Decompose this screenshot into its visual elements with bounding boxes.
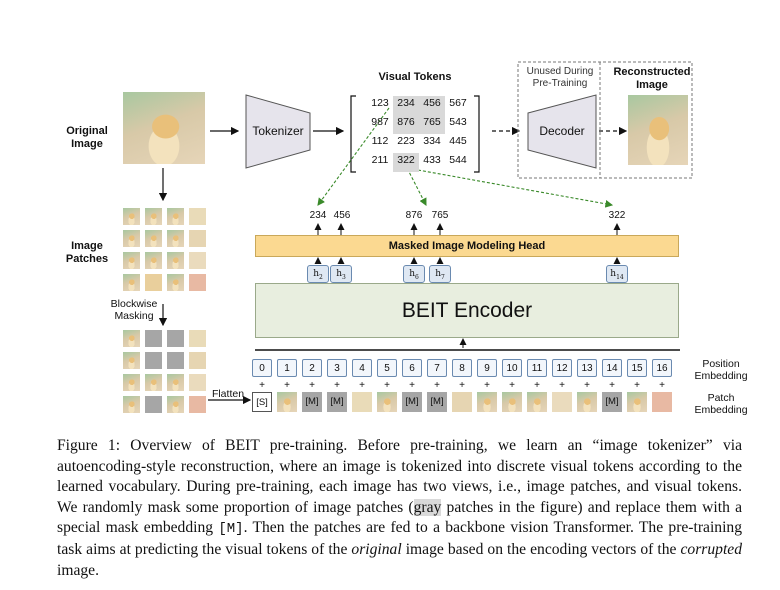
- caption-text: patches in the figure) and replace them …: [57, 498, 743, 537]
- token: 445: [449, 135, 467, 147]
- pos: 16: [652, 359, 672, 377]
- token: 544: [449, 154, 467, 166]
- token-masked: 322: [393, 153, 419, 172]
- pred-token: 322: [608, 210, 626, 221]
- pred-token: 456: [333, 210, 351, 221]
- pos: 1: [277, 359, 297, 377]
- hidden-state: h2: [307, 265, 329, 283]
- token: 567: [449, 97, 467, 109]
- token-row-1: 987 876 765 543: [367, 115, 477, 134]
- mim-head: Masked Image Modeling Head: [255, 235, 679, 257]
- token: 334: [423, 135, 441, 147]
- figure-caption: Figure 1: Overview of BEIT pre-training.…: [57, 436, 742, 581]
- caption-corrupted: corrupted: [680, 540, 743, 558]
- token: 112: [371, 135, 389, 147]
- hidden-state: h7: [429, 265, 451, 283]
- token: 543: [449, 116, 467, 128]
- unused-label: Unused During Pre-Training: [526, 66, 594, 89]
- pos: 12: [552, 359, 572, 377]
- patch-embedding-label: Patch Embedding: [694, 392, 748, 416]
- pos: 8: [452, 359, 472, 377]
- caption-text: Figure 1: Overview of BEIT pre-training.…: [57, 437, 742, 516]
- mim-head-label: Masked Image Modeling Head: [388, 240, 546, 252]
- decoder-label: Decoder: [539, 124, 585, 138]
- position-embedding-label: Position Embedding: [694, 358, 748, 382]
- pred-token: 876: [405, 210, 423, 221]
- token-row-3: 211 322 433 544: [367, 153, 477, 172]
- patch-embedding-row: [S] [M] [M] [M] [M] [M]: [252, 392, 682, 414]
- tokenizer-shape: [245, 94, 311, 169]
- pos: 5: [377, 359, 397, 377]
- hidden-state: h3: [330, 265, 352, 283]
- pos: 0: [252, 359, 272, 377]
- mask-token: [M]: [402, 392, 422, 412]
- hidden-state: h6: [403, 265, 425, 283]
- caption-original: original: [351, 540, 402, 558]
- token: 123: [371, 97, 389, 109]
- token-masked: 765: [419, 115, 445, 134]
- visual-token-grid: 123 234 456 567 987 876 765 543 112 223 …: [367, 96, 477, 172]
- flatten-label: Flatten: [211, 388, 245, 400]
- plus-row: +++++++++++++++++: [259, 380, 665, 391]
- pos: 7: [427, 359, 447, 377]
- pos: 9: [477, 359, 497, 377]
- token: 223: [397, 135, 415, 147]
- figure-arrows: [158, 61, 693, 405]
- pos: 14: [602, 359, 622, 377]
- patch-grid: [123, 208, 213, 298]
- caption-mask: [M]: [218, 521, 244, 538]
- token: 211: [371, 154, 389, 166]
- caption-text: image based on the encoding vectors of t…: [401, 540, 681, 558]
- pred-token: 234: [309, 210, 327, 221]
- beit-encoder: BEIT Encoder: [255, 283, 679, 338]
- hidden-state: h14: [606, 265, 628, 283]
- caption-text: . Then the patches are fed to a backbone…: [57, 519, 742, 558]
- position-row: 0 1 2 3 4 5 6 7 8 9 10 11 12 13 14 15 16: [252, 359, 682, 379]
- mask-token: [M]: [302, 392, 322, 412]
- visual-tokens-title: Visual Tokens: [378, 71, 452, 83]
- token: 433: [423, 154, 441, 166]
- image-patches-label: Image Patches: [65, 240, 109, 265]
- original-image: [123, 92, 205, 164]
- blockwise-masking-label: Blockwise Masking: [110, 298, 158, 322]
- tokenizer-label: Tokenizer: [252, 124, 304, 138]
- caption-gray: gray: [413, 498, 442, 516]
- pred-token: 765: [431, 210, 449, 221]
- caption-text: image.: [57, 561, 99, 579]
- token-row-2: 112 223 334 445: [367, 134, 477, 153]
- reconstructed-label: Reconstructed Image: [613, 66, 691, 91]
- token-masked: 876: [393, 115, 419, 134]
- reconstructed-image: [628, 95, 688, 165]
- mask-token: [M]: [327, 392, 347, 412]
- unused-box: [517, 61, 693, 179]
- pos: 11: [527, 359, 547, 377]
- token-masked: 456: [419, 96, 445, 115]
- special-token: [S]: [252, 392, 272, 412]
- original-image-label: Original Image: [66, 125, 108, 150]
- pos: 2: [302, 359, 322, 377]
- pos: 3: [327, 359, 347, 377]
- encoder-label: BEIT Encoder: [401, 299, 533, 322]
- pos: 6: [402, 359, 422, 377]
- mask-token: [M]: [602, 392, 622, 412]
- token: 987: [371, 116, 389, 128]
- pos: 4: [352, 359, 372, 377]
- token-row-0: 123 234 456 567: [367, 96, 477, 115]
- pos: 13: [577, 359, 597, 377]
- token-masked: 234: [393, 96, 419, 115]
- decoder-shape: [527, 94, 597, 169]
- pos: 15: [627, 359, 647, 377]
- mask-token: [M]: [427, 392, 447, 412]
- masked-patch-grid: [123, 330, 213, 420]
- pos: 10: [502, 359, 522, 377]
